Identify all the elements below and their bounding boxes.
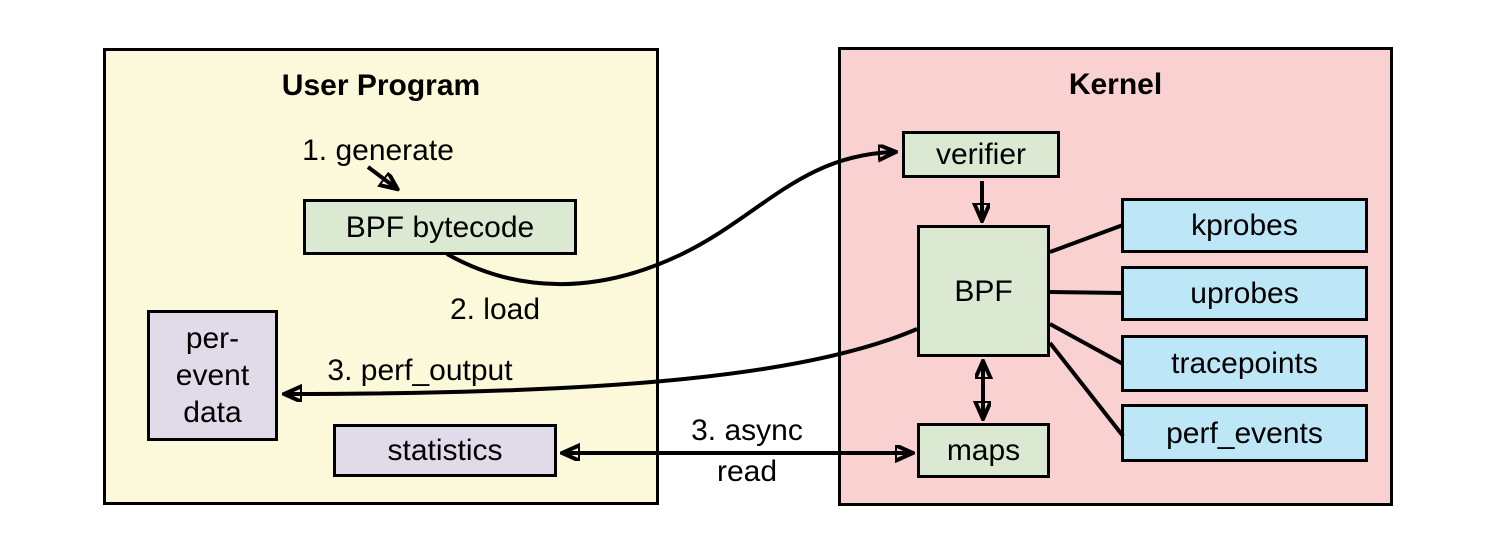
node-tracepoints: tracepoints — [1121, 335, 1368, 392]
node-bpf-bytecode: BPF bytecode — [303, 199, 577, 255]
node-bpf: BPF — [917, 225, 1050, 357]
node-kprobes: kprobes — [1121, 198, 1368, 253]
label-load: 2. load — [449, 293, 541, 326]
node-uprobes: uprobes — [1121, 266, 1368, 321]
label-async: 3. async — [691, 414, 803, 447]
node-statistics: statistics — [333, 424, 557, 477]
node-verifier: verifier — [902, 131, 1060, 178]
label-generate: 1. generate — [302, 134, 454, 167]
kernel-title: Kernel — [1068, 68, 1163, 101]
label-perf-output: 3. perf_output — [327, 354, 513, 387]
node-perf-events: perf_events — [1121, 404, 1368, 462]
node-maps: maps — [917, 423, 1050, 478]
node-per-event-data: per- event data — [147, 310, 278, 441]
label-read: read — [716, 455, 778, 488]
user-program-title: User Program — [281, 69, 481, 102]
